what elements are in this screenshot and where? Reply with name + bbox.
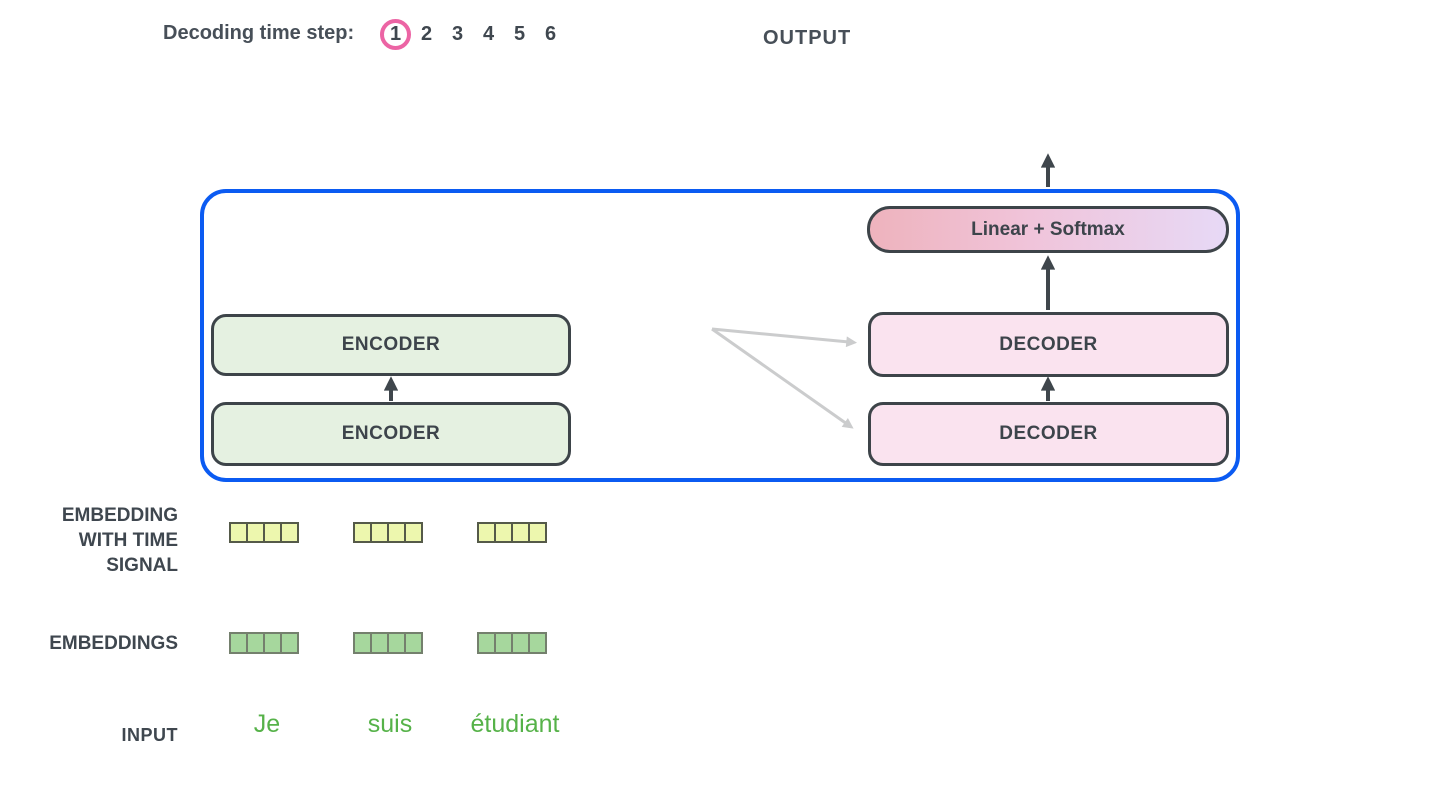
- step-5[interactable]: 5: [513, 23, 526, 45]
- linear-softmax-label: Linear + Softmax: [971, 218, 1125, 240]
- embedding-token-3: [477, 632, 547, 654]
- time-signal-embedding-token-2: [353, 522, 423, 543]
- input-word-je: Je: [253, 710, 281, 738]
- decoder-label: DECODER: [999, 423, 1098, 444]
- embedding-token-2: [353, 632, 423, 654]
- input-word-suis: suis: [367, 710, 413, 738]
- embedding-cell: [280, 632, 299, 654]
- input-label: INPUT: [121, 725, 178, 745]
- time-signal-embedding-token-3: [477, 522, 547, 543]
- step-3[interactable]: 3: [451, 23, 464, 45]
- time-signal-embedding-token-1: [229, 522, 299, 543]
- encoder-box-bottom: ENCODER: [211, 402, 571, 466]
- encoder-label: ENCODER: [341, 334, 441, 355]
- step-6[interactable]: 6: [544, 23, 557, 45]
- embedding-token-1: [229, 632, 299, 654]
- output-label: OUTPUT: [763, 27, 852, 49]
- embeddings-label: EMBEDDINGS: [49, 633, 178, 654]
- decoding-step-selector: 1 2 3 4 5 6: [380, 19, 566, 50]
- decoder-box-bottom: DECODER: [868, 402, 1229, 466]
- embedding-cell: [528, 522, 547, 543]
- embedding-cell: [404, 632, 423, 654]
- decoding-step-label: Decoding time step:: [163, 22, 355, 44]
- embedding-cell: [404, 522, 423, 543]
- step-2[interactable]: 2: [420, 23, 433, 45]
- input-word-etudiant: étudiant: [470, 710, 560, 738]
- embedding-cell: [280, 522, 299, 543]
- embedding-time-signal-label: EMBEDDING WITH TIME SIGNAL: [61, 505, 178, 576]
- linear-softmax-box: Linear + Softmax: [867, 206, 1229, 253]
- step-4[interactable]: 4: [482, 23, 495, 45]
- decoder-label: DECODER: [999, 333, 1098, 355]
- encoder-box-top: ENCODER: [211, 314, 571, 376]
- step-1[interactable]: 1: [380, 19, 411, 50]
- encoder-label: ENCODER: [341, 423, 441, 444]
- embedding-cell: [528, 632, 547, 654]
- decoder-box-top: DECODER: [868, 312, 1229, 377]
